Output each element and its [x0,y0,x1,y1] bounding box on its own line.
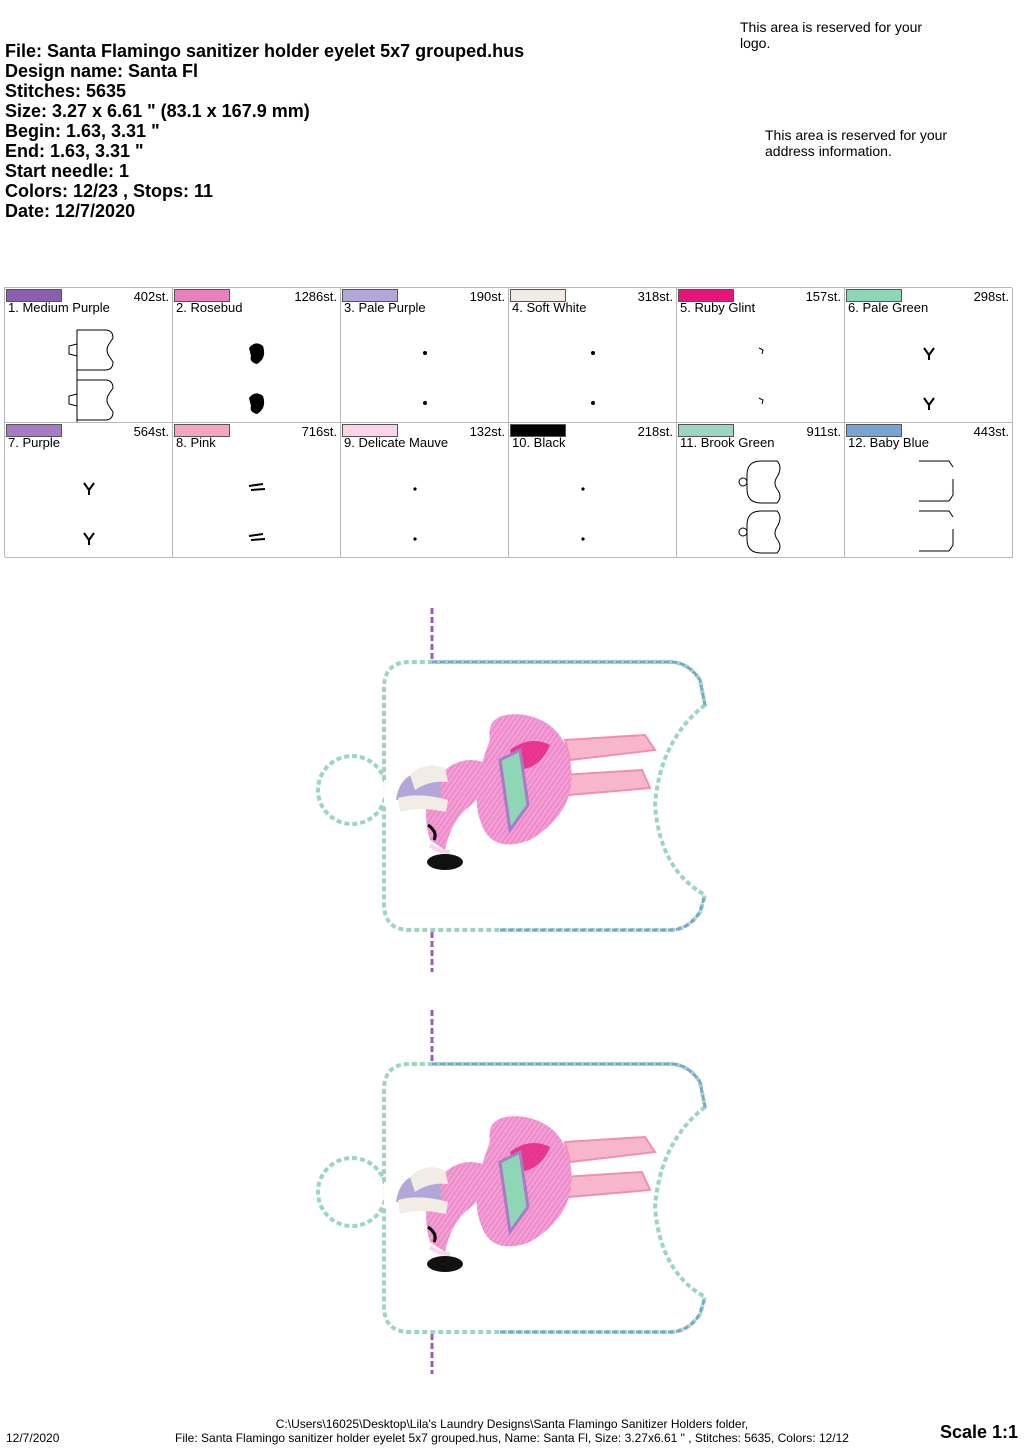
color-cell: 716st. 8. Pink [173,423,341,558]
color-cell: 564st. 7. Purple [5,423,173,558]
color-name-label: 7. Purple [8,435,61,450]
start-needle: Start needle: 1 [5,161,130,181]
design-info: File: Santa Flamingo sanitizer holder ey… [5,41,524,221]
color-name-label: 8. Pink [176,435,216,450]
color-name-label: 9. Delicate Mauve [344,435,449,450]
color-swatch [510,289,566,302]
color-name-label: 10. Black [512,435,566,450]
color-stitch-thumbnail [248,483,266,541]
stitch-count-label: 564st. [133,424,169,439]
color-cell: 132st. 9. Delicate Mauve [341,423,509,558]
color-cell: 402st. 1. Medium Purple [5,288,173,423]
stitch-count-label: 132st. [469,424,505,439]
color-stitch-thumbnail [923,347,935,410]
stitch-count-label: 1286st. [294,289,337,304]
color-stitch-thumbnail [591,351,595,405]
color-cell: 218st. 10. Black [509,423,677,558]
file-name: File: Santa Flamingo sanitizer holder ey… [5,41,525,61]
footer-path-line-2: File: Santa Flamingo sanitizer holder ey… [175,1431,849,1445]
color-swatch [678,424,734,437]
begin-point: Begin: 1.63, 3.31 " [5,121,160,141]
color-cell: 911st. 11. Brook Green [677,423,845,558]
design-date: Date: 12/7/2020 [5,201,136,221]
color-name-label: 1. Medium Purple [8,300,110,315]
color-name-label: 6. Pale Green [848,300,929,315]
holder-preview-bottom [316,1008,707,1376]
footer-date: 12/7/2020 [6,1431,60,1445]
stitch-count: Stitches: 5635 [5,81,127,101]
holder-preview-top [316,606,707,974]
color-swatch [342,424,398,437]
design-size: Size: 3.27 x 6.61 " (83.1 x 167.9 mm) [5,101,310,121]
color-stitch-thumbnail [249,343,265,414]
color-cell: 1286st. 2. Rosebud [173,288,341,423]
color-swatch [846,424,902,437]
color-cell: 190st. 3. Pale Purple [341,288,509,423]
logo-placeholder: This area is reserved for your logo. [740,19,923,51]
stitch-count-label: 716st. [301,424,337,439]
footer-path-line-1: C:\Users\16025\Desktop\Lila's Laundry De… [275,1417,749,1431]
footer-file-path: C:\Users\16025\Desktop\Lila's Laundry De… [142,1417,882,1445]
stitch-count-label: 318st. [637,289,673,304]
color-name-label: 5. Ruby Glint [680,300,756,315]
scale-label: Scale 1:1 [939,1422,1018,1442]
stitch-count-label: 190st. [469,289,505,304]
end-point: End: 1.63, 3.31 " [5,141,144,161]
color-swatch [174,424,230,437]
color-cell: 318st. 4. Soft White [509,288,677,423]
stitch-count-label: 218st. [637,424,673,439]
color-swatch [342,289,398,302]
color-swatch [510,424,566,437]
design-name: Design name: Santa Fl [5,61,199,81]
color-stitch-thumbnail [413,487,417,541]
color-stitch-thumbnail [758,347,764,405]
design-preview [316,606,707,1376]
color-stitch-thumbnail [581,487,585,541]
color-stitch-thumbnail [423,351,427,405]
color-swatch [846,289,902,302]
color-name-label: 3. Pale Purple [344,300,426,315]
color-swatch [678,289,734,302]
address-placeholder: This area is reserved for your address i… [765,127,948,159]
stitch-count-label: 157st. [805,289,841,304]
stitch-count-label: 911st. [806,424,841,439]
color-name-label: 4. Soft White [512,300,587,315]
color-swatch [6,424,62,437]
color-name-label: 2. Rosebud [176,300,243,315]
stitch-count-label: 443st. [973,424,1009,439]
color-stitch-thumbnail [738,460,781,554]
color-cell: 157st. 5. Ruby Glint [677,288,845,423]
stitch-count-label: 298st. [973,289,1009,304]
color-name-label: 12. Baby Blue [848,435,929,450]
color-swatch [6,289,62,302]
color-swatch [174,289,230,302]
color-name-label: 11. Brook Green [680,435,775,450]
color-stitch-thumbnail [68,329,114,422]
stitch-count-label: 402st. [133,289,169,304]
color-count: Colors: 12/23 , Stops: 11 [5,181,214,201]
color-cell: 443st. 12. Baby Blue [845,423,1013,558]
color-cell: 298st. 6. Pale Green [845,288,1013,423]
color-stitch-thumbnail [919,460,954,552]
color-stitch-thumbnail [83,482,95,545]
